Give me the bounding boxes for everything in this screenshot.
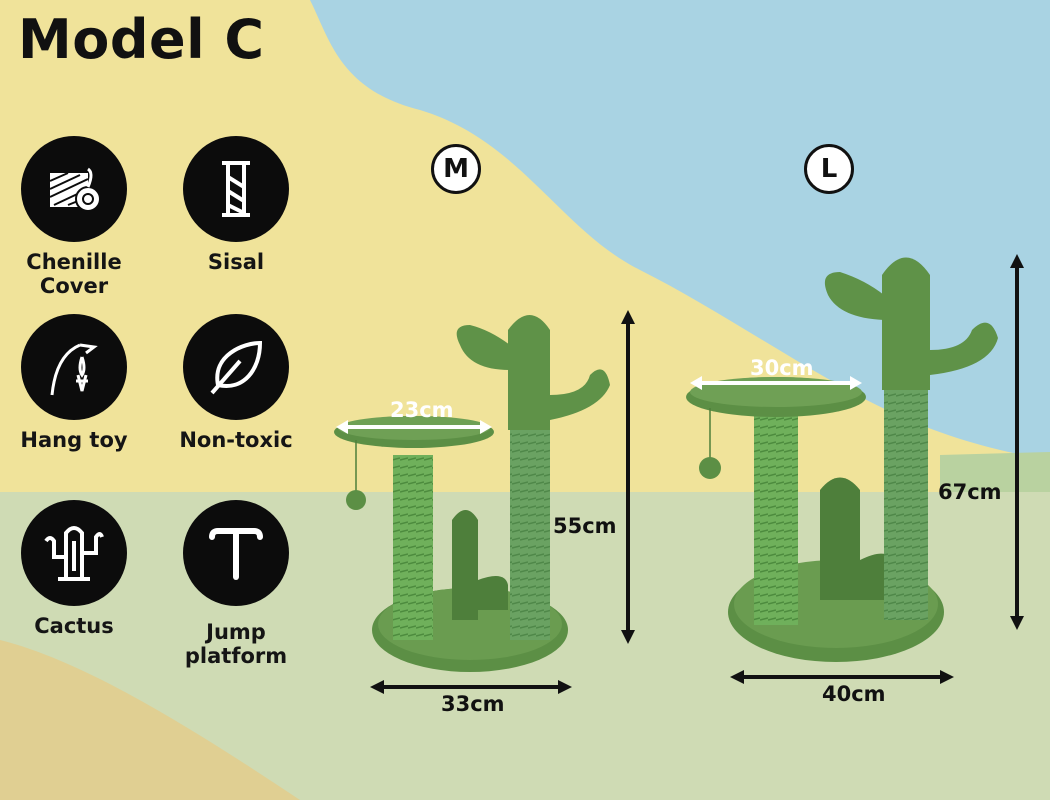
feature-sisal: Sisal <box>161 136 311 274</box>
sisal-ladder-icon <box>183 136 289 242</box>
size-badge-large: L <box>804 144 854 194</box>
large-cat-tree <box>686 257 998 662</box>
page-title: Model C <box>18 8 265 71</box>
feature-label: Hang toy <box>20 428 128 452</box>
feature-label: Non-toxic <box>179 428 293 452</box>
feature-label: Chenille Cover <box>26 250 122 298</box>
jump-platform-icon <box>183 500 289 606</box>
large-platform-width: 30cm <box>750 356 814 380</box>
feature-non-toxic: Non-toxic <box>161 314 311 452</box>
medium-base-width: 33cm <box>441 692 505 716</box>
feature-label: Cactus <box>34 614 114 638</box>
hang-toy-icon <box>21 314 127 420</box>
feature-jump-platform: Jump platform <box>161 500 311 668</box>
large-base-width: 40cm <box>822 682 886 706</box>
feature-hang-toy: Hang toy <box>0 314 149 452</box>
feature-cactus: Cactus <box>0 500 149 638</box>
feature-label: Jump platform <box>184 620 288 668</box>
dimension-arrows <box>336 254 1024 694</box>
leaf-icon <box>183 314 289 420</box>
size-badge-medium: M <box>431 144 481 194</box>
large-height: 67cm <box>938 480 1002 504</box>
medium-cat-tree <box>334 315 610 672</box>
feature-label: Sisal <box>207 250 265 274</box>
medium-height: 55cm <box>553 514 617 538</box>
feature-chenille-cover: Chenille Cover <box>0 136 149 298</box>
medium-platform-width: 23cm <box>390 398 454 422</box>
cactus-icon <box>21 500 127 606</box>
chenille-roll-icon <box>21 136 127 242</box>
